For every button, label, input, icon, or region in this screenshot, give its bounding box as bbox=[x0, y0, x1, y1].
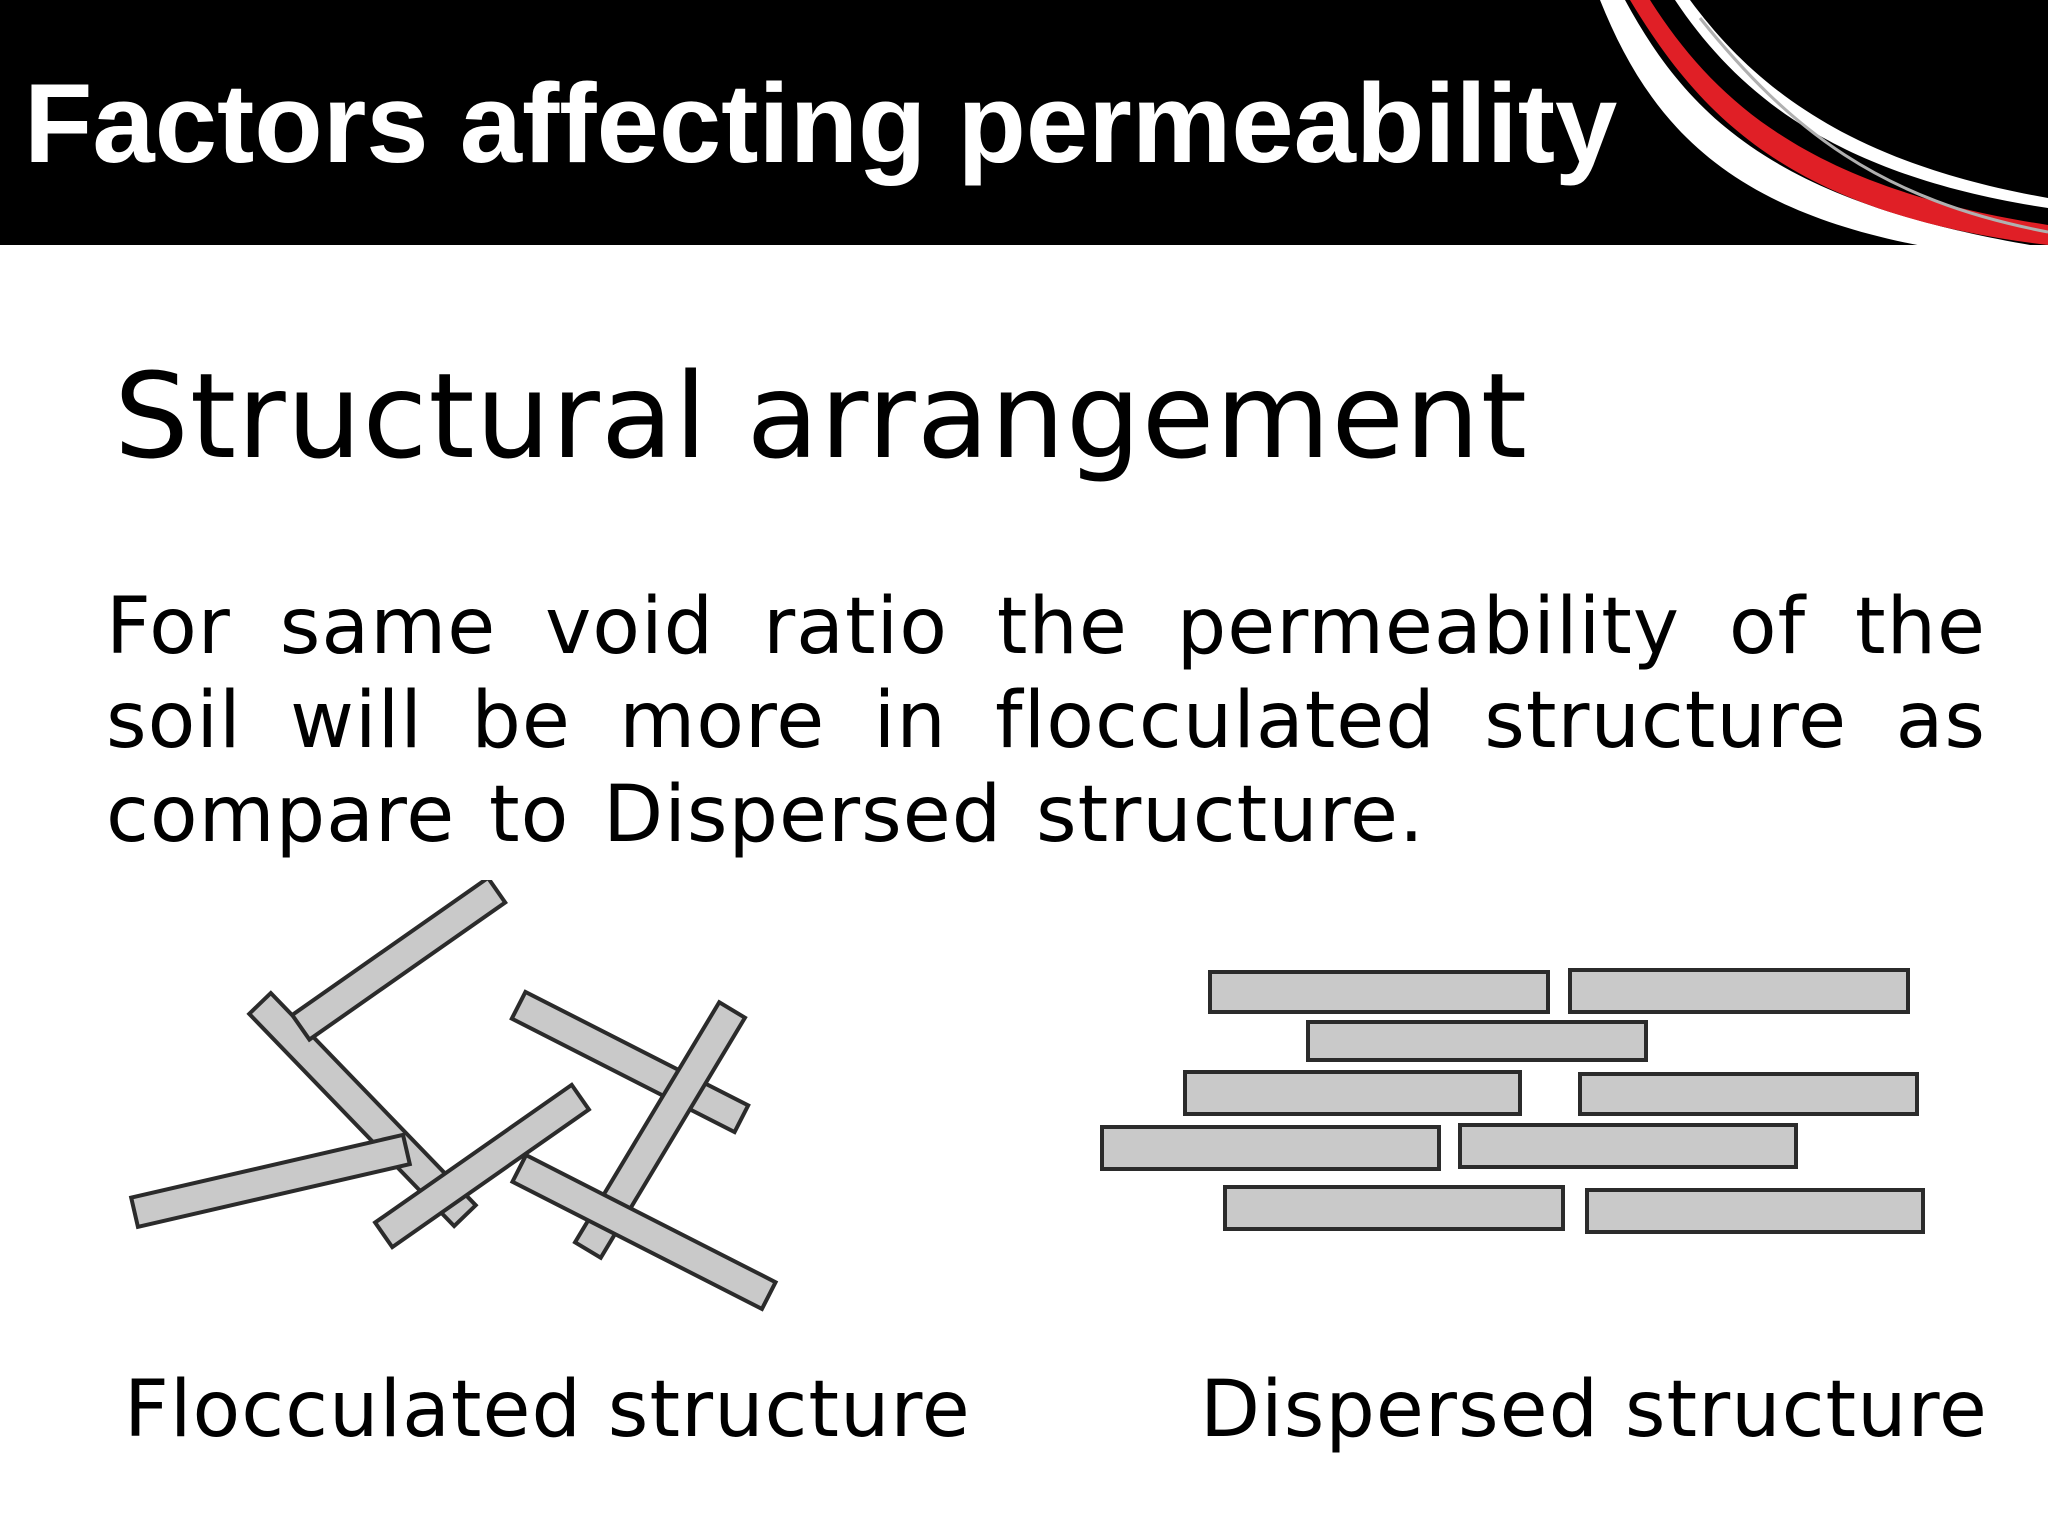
flocculated-caption: Flocculated structure bbox=[124, 1365, 971, 1455]
flocculated-particle bbox=[246, 990, 479, 1229]
dispersed-particle bbox=[1306, 1020, 1648, 1062]
dispersed-particle bbox=[1578, 1072, 1919, 1116]
dispersed-particle bbox=[1223, 1185, 1565, 1231]
flocculated-particle bbox=[509, 1152, 779, 1312]
flocculated-particle bbox=[572, 999, 748, 1261]
dispersed-caption: Dispersed structure bbox=[1200, 1365, 1988, 1455]
flocculated-particle bbox=[128, 1132, 413, 1230]
dispersed-particle bbox=[1585, 1188, 1925, 1234]
dispersed-particle bbox=[1100, 1125, 1441, 1171]
header-swoosh-decoration bbox=[1600, 0, 2048, 260]
dispersed-structure-diagram bbox=[1100, 968, 1925, 1234]
dispersed-particle bbox=[1183, 1070, 1522, 1116]
slide-title: Factors affecting permeability bbox=[24, 61, 1618, 186]
flocculated-particle bbox=[372, 1082, 592, 1250]
body-paragraph: For same void ratio the permeability of … bbox=[106, 582, 1986, 860]
dispersed-particle bbox=[1208, 970, 1550, 1014]
flocculated-particle bbox=[289, 880, 508, 1043]
section-heading: Structural arrangement bbox=[114, 347, 1528, 485]
flocculated-structure-diagram bbox=[128, 880, 779, 1312]
structure-figure bbox=[128, 880, 1925, 1312]
dispersed-particle bbox=[1458, 1123, 1798, 1169]
dispersed-particle bbox=[1568, 968, 1910, 1014]
